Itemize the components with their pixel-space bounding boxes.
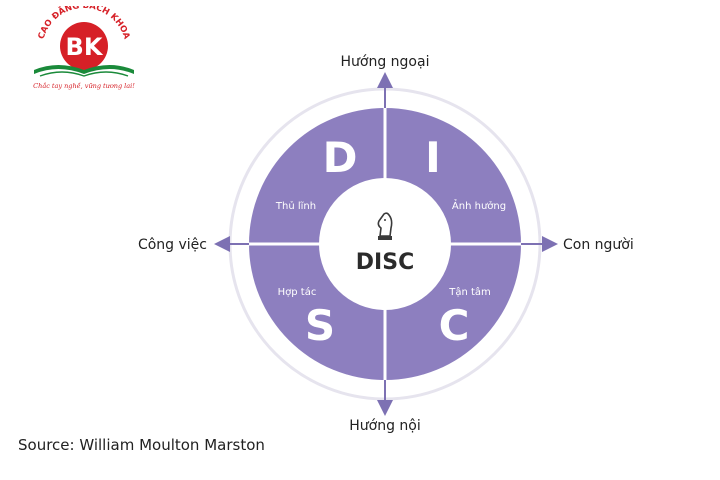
center-title: DISC [356, 250, 414, 275]
quadrant-d-label: Thủ lĩnh [275, 200, 316, 212]
axis-label-left: Công việc [138, 237, 207, 253]
quadrant-s-label: Hợp tác [278, 286, 317, 298]
quadrant-s-letter: S [305, 301, 335, 350]
axis-label-right: Con người [563, 237, 634, 253]
quadrant-i-label: Ảnh hưởng [452, 198, 506, 212]
logo-circle [60, 22, 108, 70]
logo-monogram: BK [66, 33, 104, 61]
source-caption: Source: William Moulton Marston [18, 436, 265, 454]
quadrant-c-label: Tận tâm [448, 286, 491, 298]
chess-knight-icon [377, 212, 393, 240]
axis-label-top: Hướng ngoại [341, 54, 430, 70]
book-icon [34, 65, 134, 74]
center-circle [319, 178, 451, 310]
logo: CAO ĐẲNG BÁCH KHOA BK Chắc tay nghề, vữn… [28, 0, 140, 92]
book-page-line [39, 71, 129, 77]
logo-tagline: Chắc tay nghề, vững tương lai! [33, 81, 135, 90]
quadrant-d-letter: D [323, 133, 358, 182]
axis-label-bottom: Hướng nội [349, 418, 421, 434]
quadrant-c-letter: C [439, 301, 470, 350]
quadrant-i-letter: I [425, 133, 441, 182]
